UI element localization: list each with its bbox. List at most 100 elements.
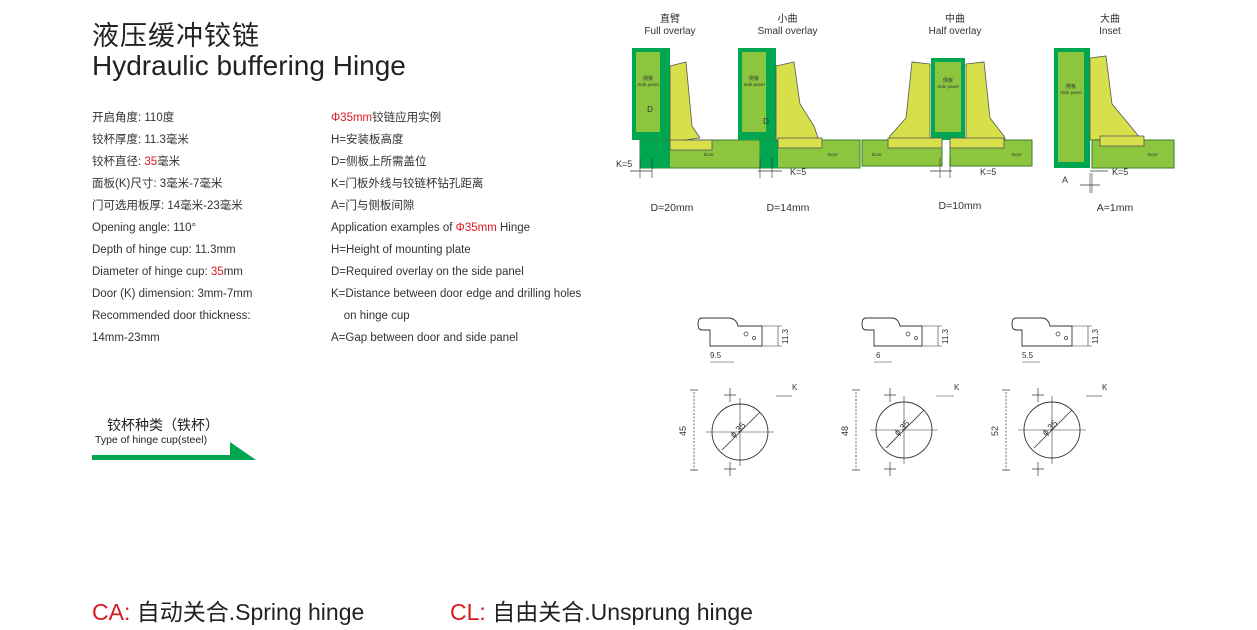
- spec-line: 14mm-23mm: [92, 327, 252, 349]
- spec-pre: Diameter of hinge cup:: [92, 266, 211, 278]
- spec-pre: H=安装板高度: [331, 134, 404, 146]
- full-overlay-diagram: 侧板 Side panel D Door K=5: [616, 48, 771, 178]
- spec-line: Door (K) dimension: 3mm-7mm: [92, 283, 252, 305]
- spec-pre: A=门与侧板间隙: [331, 200, 415, 212]
- door-label: Door: [828, 152, 838, 157]
- cup-offset-label: 5.5: [1022, 351, 1034, 360]
- spec-line: Diameter of hinge cup: 35mm: [92, 261, 252, 283]
- cup-depth-label: 11.3: [941, 328, 950, 344]
- overlay-en: Full overlay: [644, 26, 696, 37]
- door-label: Door: [704, 152, 714, 157]
- spec-pre: 开启角度: 110度: [92, 112, 175, 124]
- overlay-en: Inset: [1099, 26, 1121, 37]
- overlay-title-small: 小曲 Small overlay: [745, 14, 830, 38]
- cup-type-cn: 铰杯种类（铁杯）: [107, 417, 219, 433]
- spec-line: on hinge cup: [331, 305, 581, 327]
- spec-post: 毫米: [157, 156, 181, 168]
- spec-pre: 14mm-23mm: [92, 332, 160, 344]
- spec-post: Hinge: [496, 222, 531, 234]
- spec-line: Opening angle: 110°: [92, 217, 252, 239]
- overlay-en: Small overlay: [757, 26, 818, 37]
- half-overlay-diagram: 侧板 Side panel Door Door K=5: [861, 58, 1033, 178]
- cup-offset-label: 6: [876, 351, 881, 360]
- side-panel-label-en: Side panel: [937, 84, 958, 89]
- spec-pre: 面板(K)尺寸: 3毫米-7毫米: [92, 178, 223, 190]
- overlay-drawings: 侧板 Side panel D Door K=5 侧板 Side panel D…: [616, 48, 1175, 214]
- spec-line: 铰杯厚度: 11.3毫米: [92, 129, 252, 151]
- spec-line: A=门与侧板间隙: [331, 195, 581, 217]
- side-panel-label-en: Side panel: [743, 82, 764, 87]
- d-label: D: [647, 105, 653, 114]
- spec-red: Φ35mm: [331, 112, 373, 124]
- spec-pre: K=Distance between door edge and drillin…: [331, 288, 582, 300]
- k-label: K=5: [1112, 167, 1128, 177]
- ca-code: CA:: [92, 599, 131, 625]
- overlay-en: Half overlay: [928, 26, 982, 37]
- side-panel-label-cn: 侧板: [749, 75, 759, 82]
- spec-line: Application examples of Φ35mm Hinge: [331, 217, 581, 239]
- overlay-cn: 直臂: [660, 14, 680, 25]
- spec-pre: Depth of hinge cup: 11.3mm: [92, 244, 236, 256]
- k-label: K=5: [616, 159, 632, 169]
- spec-red: 35: [210, 266, 224, 278]
- spec-line: Depth of hinge cup: 11.3mm: [92, 239, 252, 261]
- cl-en: .Unsprung hinge: [584, 599, 753, 625]
- spec-pre: 门可选用板厚: 14毫米-23毫米: [92, 200, 243, 212]
- spec-line: Φ35mm铰链应用实例: [331, 107, 581, 129]
- spec-line: 开启角度: 110度: [92, 107, 252, 129]
- ca-en: .Spring hinge: [228, 599, 365, 625]
- ca-cn: 自动关合: [136, 599, 229, 625]
- overlay-cn: 大曲: [1100, 14, 1120, 25]
- overlay-title-full: 直臂 Full overlay: [630, 14, 710, 38]
- cup-k-label: K: [954, 383, 960, 392]
- k-label: K=5: [980, 167, 996, 177]
- spec-red: Φ35mm: [455, 222, 497, 234]
- side-panel-label-cn: 侧板: [1066, 83, 1076, 90]
- overlay-diagrams: 直臂 Full overlay 小曲 Small overlay 中曲 Half…: [600, 8, 1200, 218]
- spec-pre: on hinge cup: [331, 310, 410, 322]
- overlay-title-half: 中曲 Half overlay: [915, 14, 995, 38]
- d-label: D: [763, 117, 769, 126]
- spec-post: mm: [223, 266, 243, 278]
- cup-height-label: 48: [840, 426, 850, 436]
- spec-pre: A=Gap between door and side panel: [331, 332, 519, 344]
- cup-depth-label: 11.3: [1091, 328, 1100, 344]
- cup-height-label: 52: [990, 426, 1000, 436]
- spec-line: 面板(K)尺寸: 3毫米-7毫米: [92, 173, 252, 195]
- spec-red: 35: [144, 156, 158, 168]
- spec-line: 门可选用板厚: 14毫米-23毫米: [92, 195, 252, 217]
- door-label: Door: [1148, 152, 1158, 157]
- spec-pre: Application examples of: [331, 222, 456, 234]
- overlay-value-inset: A=1mm: [1097, 202, 1134, 214]
- overlay-cn: 小曲: [777, 14, 798, 25]
- footer-cl: CL: 自由关合.Unsprung hinge: [450, 593, 753, 627]
- cup-diagram-3: 11.3 5.5 K 52 ϕ 35: [990, 317, 1108, 476]
- cup-height-label: 45: [678, 426, 688, 436]
- side-panel-label-cn: 侧板: [943, 77, 953, 84]
- cup-offset-label: 9.5: [710, 351, 722, 360]
- cl-code: CL:: [450, 599, 486, 625]
- spec-line: D=Required overlay on the side panel: [331, 261, 581, 283]
- title-cn: 液压缓冲铰链: [92, 21, 260, 51]
- cup-diagram-2: 11.3 6 K 48 ϕ 35: [840, 317, 960, 476]
- overlay-value-half: D=10mm: [939, 200, 982, 212]
- overlay-title-inset: 大曲 Inset: [1080, 14, 1140, 38]
- spec-pre: 铰杯厚度: 11.3毫米: [92, 134, 189, 146]
- side-panel-label-en: Side panel: [1060, 90, 1081, 95]
- cup-depth-label: 11.3: [781, 328, 790, 344]
- cup-k-label: K: [1102, 383, 1108, 392]
- inset-diagram: 侧板 Side panel Door A K=5: [1054, 48, 1175, 193]
- a-label: A: [1062, 175, 1068, 185]
- cup-diagram-1: 11.3 9.5 K 45 ϕ 35: [678, 317, 798, 476]
- spec-line: A=Gap between door and side panel: [331, 327, 581, 349]
- footer-ca: CA: 自动关合.Spring hinge: [92, 593, 364, 627]
- cup-k-label: K: [792, 383, 798, 392]
- cl-cn: 自由关合: [492, 599, 585, 625]
- spec-post: 铰链应用实例: [372, 112, 442, 124]
- title-en: Hydraulic buffering Hinge: [92, 50, 406, 81]
- cup-type-en: Type of hinge cup(steel): [95, 434, 208, 446]
- cup-diagrams: 11.3 9.5 K 45 ϕ 35 11.3 6 K 48: [678, 317, 1108, 476]
- door-label: Door: [1012, 152, 1022, 157]
- specs-left: 开启角度: 110度铰杯厚度: 11.3毫米铰杯直径: 35毫米面板(K)尺寸:…: [92, 107, 252, 349]
